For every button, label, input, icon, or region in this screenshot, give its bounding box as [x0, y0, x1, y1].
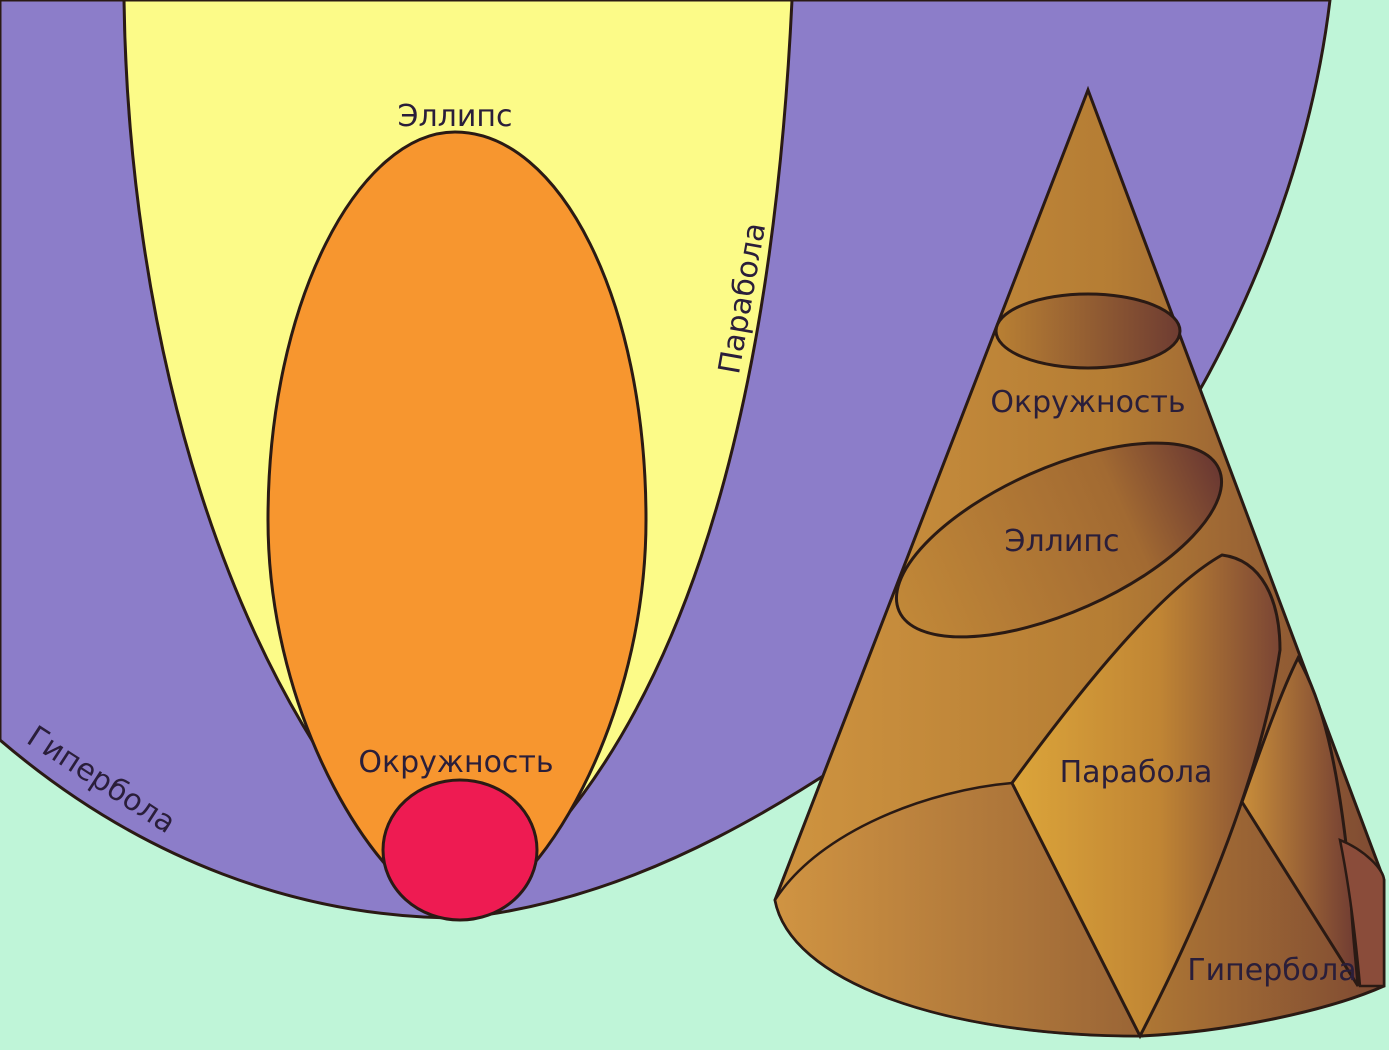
cone-ellipse-label: Эллипс [1005, 524, 1120, 559]
circle-region [383, 780, 537, 920]
cone-parabola-label: Парабола [1060, 755, 1213, 790]
circle-label: Окружность [358, 745, 553, 780]
ellipse-label: Эллипс [398, 99, 513, 134]
cone-hyperbola-label: Гипербола [1187, 953, 1356, 988]
cone-circle-label: Окружность [990, 385, 1185, 420]
cone-circle-section [996, 294, 1180, 368]
